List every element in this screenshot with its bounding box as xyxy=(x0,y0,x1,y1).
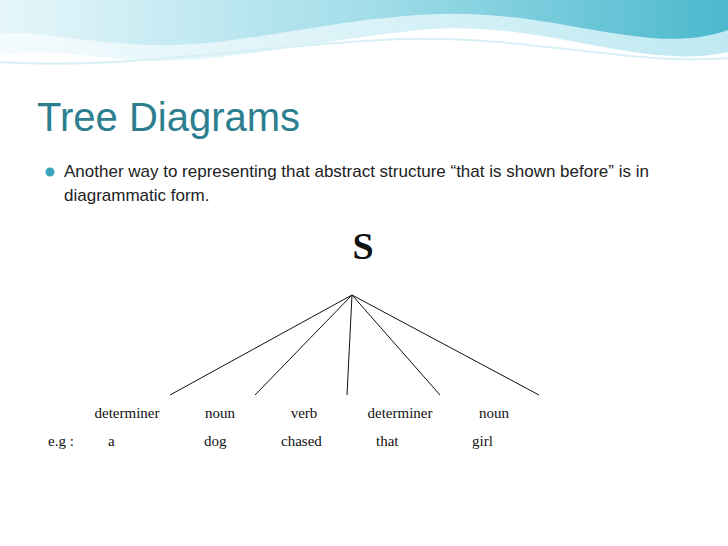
node-text: verb xyxy=(291,405,318,422)
bullet-dot xyxy=(46,168,55,177)
example-word: girl xyxy=(472,432,493,450)
node-text: S xyxy=(352,226,373,268)
root-node: S xyxy=(342,226,383,295)
tree-branch xyxy=(255,295,352,395)
category-node: noun xyxy=(175,395,265,421)
tree-branch xyxy=(170,295,352,395)
top-wave xyxy=(0,0,728,61)
example-word: chased xyxy=(281,432,322,450)
example-word: dog xyxy=(204,432,227,450)
category-node: determiner xyxy=(65,395,190,421)
node-text: noun xyxy=(479,405,509,422)
bullet-text: Another way to representing that abstrac… xyxy=(64,160,654,208)
category-node: noun xyxy=(449,395,539,421)
slide-title: Tree Diagrams xyxy=(37,93,300,141)
wave-line xyxy=(0,39,728,64)
top-wave xyxy=(0,0,728,45)
node-text: determiner xyxy=(95,405,160,422)
example-word: a xyxy=(108,432,115,450)
example-marker: e.g : xyxy=(48,432,74,450)
example-word: that xyxy=(376,432,399,450)
node-text: determiner xyxy=(368,405,433,422)
node-text: noun xyxy=(205,405,235,422)
category-node: determiner xyxy=(338,395,463,421)
category-node: verb xyxy=(261,395,348,421)
tree-branch xyxy=(352,295,440,395)
tree-branch xyxy=(347,295,352,395)
tree-branch xyxy=(352,295,539,395)
